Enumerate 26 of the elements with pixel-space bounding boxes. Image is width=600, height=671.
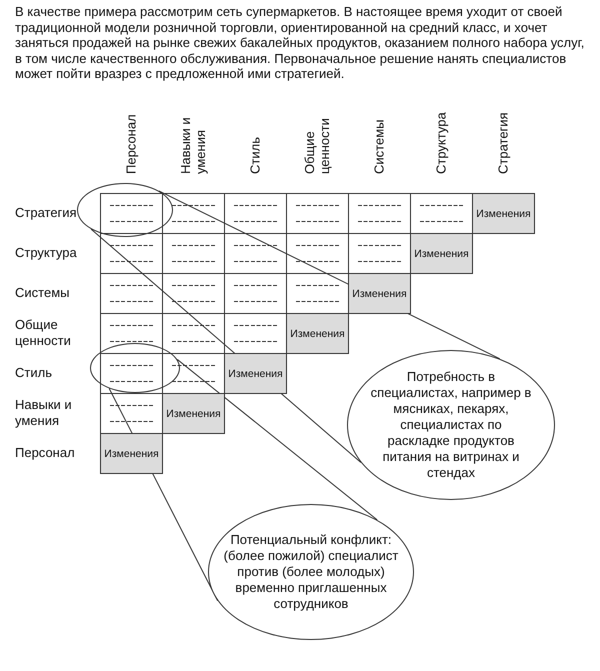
row-header: Структура	[15, 245, 78, 261]
change-cell: Изменения	[348, 273, 411, 314]
column-header: Навыки и умения	[177, 116, 209, 174]
row-header: Общие ценности	[15, 317, 72, 349]
column-header: Структура	[432, 111, 450, 174]
column-header: Системы	[370, 118, 388, 174]
change-cell: Изменения	[100, 433, 163, 474]
column-header: Персонал	[122, 113, 140, 174]
row-header: Навыки и умения	[15, 397, 73, 429]
column-header: Стратегия	[494, 111, 512, 174]
column-header: Стиль	[246, 136, 264, 174]
change-cell: Изменения	[410, 233, 473, 274]
row-header: Системы	[15, 285, 70, 301]
row-header: Персонал	[15, 445, 76, 461]
change-cell: Изменения	[224, 353, 287, 394]
callout-text: Потенциальный конфликт: (более пожилой) специалист против (более молодых) временно приглашенных сотрудников	[224, 532, 398, 612]
change-cell: Изменения	[162, 393, 225, 434]
callout-text: Потребность в специалистах, например в мясниках, пекарях, специалистах по раскладке продуктов питания на витринах и стендах	[370, 369, 532, 481]
row-header: Стиль	[15, 365, 53, 381]
change-cell: Изменения	[286, 313, 349, 354]
column-header: Общие ценности	[301, 117, 333, 174]
row-header: Стратегия	[15, 205, 78, 221]
highlight-ellipse	[77, 183, 173, 237]
change-cell: Изменения	[472, 193, 535, 234]
highlight-ellipse	[90, 343, 180, 393]
intro-paragraph: В качестве примера рассмотрим сеть супермаркетов. В настоящее время уходит от своей традиционной модели розничной торговли, ориентированной на средний класс, и хочет заняться продажей на рынке свежих бакалейных продуктов, оказанием полного набора услуг, в том числе качественного обслуживания. Первоначальное решение нанять специалистов может пойти вразрез с предложенной ими стратегией.	[15, 4, 586, 82]
